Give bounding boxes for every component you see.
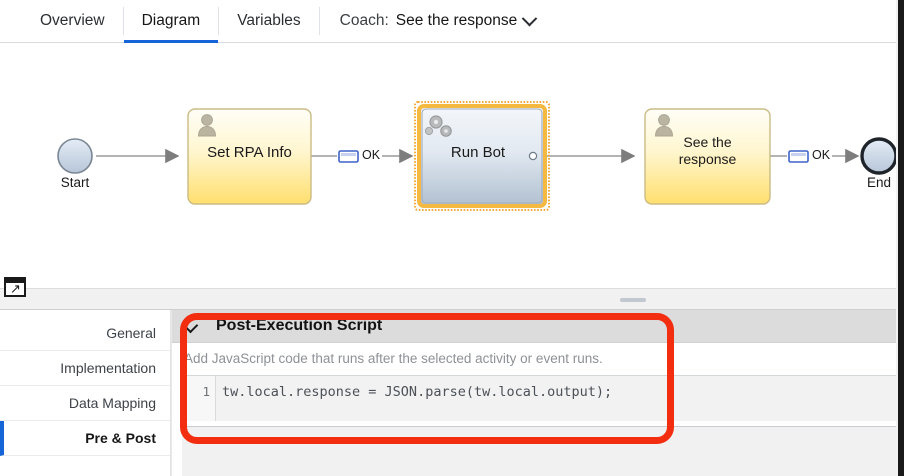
person-icon — [197, 114, 217, 137]
sidebar-item-pre-and-post-label: Pre & Post — [85, 430, 156, 446]
bpmn-diagram-canvas[interactable]: Start Set RPA Info Run Bot See the respo… — [0, 44, 898, 288]
editor-tab-bar: Overview Diagram Variables Coach: See th… — [0, 0, 898, 43]
editor-footer-area — [182, 426, 898, 476]
expand-arrow-glyph: ↗ — [10, 282, 21, 297]
diagram-label-start: Start — [60, 175, 90, 190]
tab-overview-label: Overview — [40, 12, 105, 29]
window-right-edge — [898, 0, 904, 476]
coach-selected-value: See the response — [395, 12, 518, 29]
tab-divider — [318, 7, 320, 35]
properties-panel: General Implementation Data Mapping Pre … — [0, 310, 898, 476]
diagram-label-set-rpa-info: Set RPA Info — [207, 144, 292, 161]
sidebar-item-general-label: General — [106, 325, 156, 341]
run-bot-output-marker — [528, 151, 538, 161]
coach-label: Coach: — [339, 12, 389, 29]
tab-divider — [218, 7, 220, 35]
expand-window-icon[interactable]: ↗ — [4, 277, 26, 297]
diagram-node-end — [860, 137, 898, 175]
tab-diagram[interactable]: Diagram — [123, 0, 219, 43]
sidebar-item-data-mapping-label: Data Mapping — [68, 395, 156, 411]
gears-icon — [424, 115, 452, 137]
sidebar-item-data-mapping[interactable]: Data Mapping — [0, 386, 170, 421]
diagram-label-see-the-response: See the response — [678, 134, 737, 167]
code-text[interactable]: tw.local.response = JSON.parse(tw.local.… — [216, 376, 898, 421]
coach-screen-icon — [788, 150, 809, 163]
tab-variables[interactable]: Variables — [219, 0, 318, 42]
post-execution-script-header[interactable]: Post-Execution Script — [172, 310, 898, 343]
diagram-label-run-bot: Run Bot — [450, 144, 506, 161]
script-code-editor[interactable]: 1 tw.local.response = JSON.parse(tw.loca… — [182, 375, 898, 421]
splitter-grip-icon[interactable] — [620, 298, 646, 302]
selection-outline — [414, 101, 550, 211]
window-right-gutter — [896, 0, 898, 476]
horizontal-splitter[interactable] — [0, 288, 898, 310]
chevron-down-icon[interactable] — [522, 10, 538, 26]
diagram-node-set-rpa-info — [187, 108, 312, 205]
tab-divider — [122, 7, 124, 35]
sidebar-item-general[interactable]: General — [0, 316, 170, 351]
flow-label-ok-2: OK — [812, 148, 831, 162]
diagram-label-end: End — [866, 175, 892, 190]
code-line-number: 1 — [182, 376, 216, 421]
coach-screen-icon — [338, 150, 359, 163]
tab-variables-label: Variables — [237, 12, 301, 29]
diagram-node-see-the-response — [644, 108, 771, 205]
sidebar-item-implementation[interactable]: Implementation — [0, 351, 170, 386]
flow-label-ok-1: OK — [362, 148, 381, 162]
properties-content: Post-Execution Script Add JavaScript cod… — [171, 310, 898, 476]
diagram-node-start — [57, 138, 93, 174]
sidebar-item-pre-and-post[interactable]: Pre & Post — [0, 421, 170, 456]
tab-overview[interactable]: Overview — [22, 0, 123, 42]
tab-coach-selector[interactable]: Coach: See the response — [320, 0, 550, 42]
chevron-down-icon[interactable] — [184, 319, 198, 333]
section-title: Post-Execution Script — [216, 317, 383, 334]
sidebar-item-implementation-label: Implementation — [60, 360, 156, 376]
diagram-node-run-bot — [414, 101, 550, 211]
person-icon — [654, 114, 674, 137]
tab-diagram-label: Diagram — [141, 12, 201, 29]
section-description: Add JavaScript code that runs after the … — [172, 343, 898, 375]
properties-nav-list: General Implementation Data Mapping Pre … — [0, 310, 171, 476]
